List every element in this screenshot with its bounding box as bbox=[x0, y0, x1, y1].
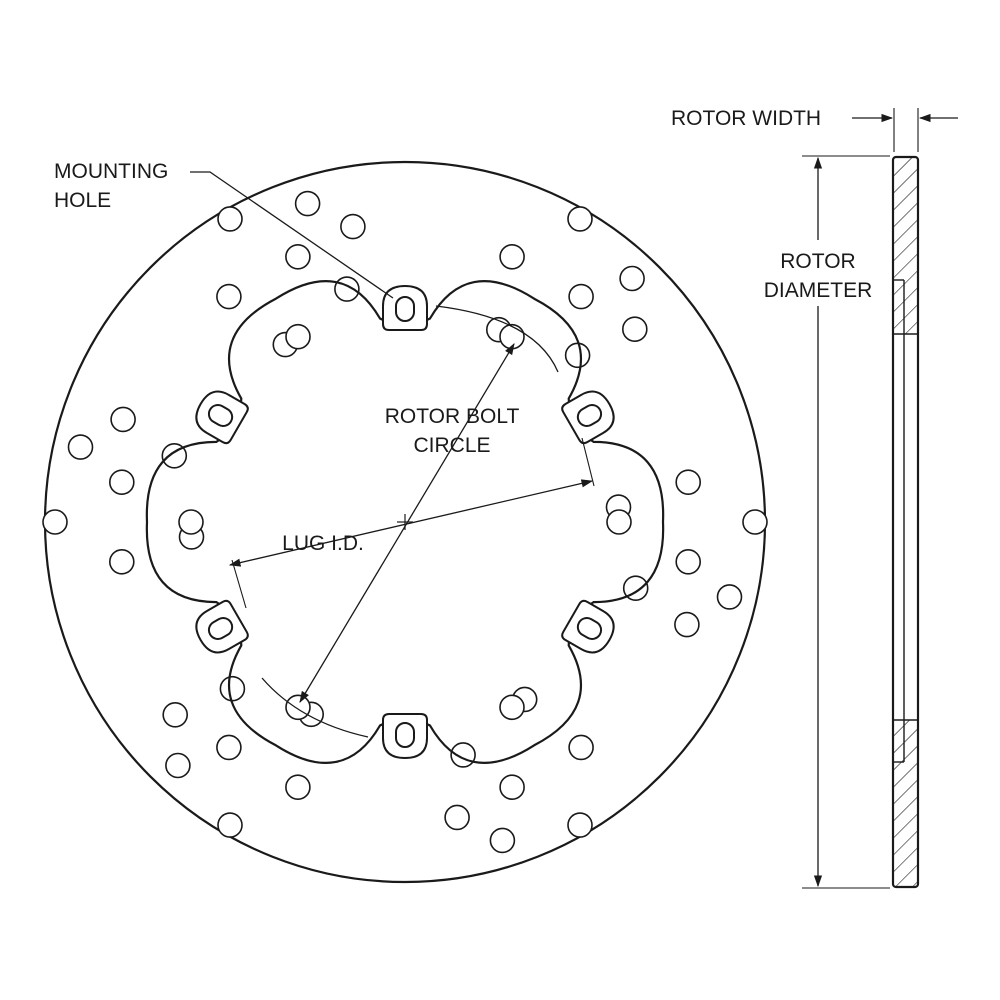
vent-hole bbox=[42, 509, 68, 535]
mounting-hole bbox=[395, 722, 415, 748]
mounting-tab bbox=[561, 599, 615, 654]
vent-hole bbox=[499, 694, 525, 721]
section-inner-band bbox=[894, 334, 917, 720]
vent-hole bbox=[489, 827, 516, 854]
vent-hole bbox=[716, 584, 743, 610]
mounting-hole bbox=[207, 617, 234, 640]
mounting-hole bbox=[395, 296, 415, 322]
bolt-circle-label-line1: ROTOR BOLT bbox=[385, 405, 520, 428]
lug-id-dimension-line bbox=[228, 479, 594, 567]
vent-hole bbox=[619, 265, 645, 292]
vent-hole bbox=[568, 283, 594, 310]
mounting-tab bbox=[195, 390, 249, 445]
vent-hole bbox=[219, 675, 246, 702]
bolt-circle-arc-upper bbox=[435, 305, 559, 373]
vent-hole bbox=[216, 283, 242, 310]
vent-hole bbox=[564, 342, 591, 369]
vent-hole bbox=[567, 812, 593, 838]
mounting-hole-label-line1: MOUNTING bbox=[54, 160, 168, 183]
rotor-diameter-label-line2: DIAMETER bbox=[764, 279, 873, 302]
vent-holes bbox=[42, 190, 768, 854]
vent-hole bbox=[444, 804, 470, 831]
bolt-circle-label-line2: CIRCLE bbox=[413, 434, 490, 457]
mounting-hole bbox=[576, 404, 603, 427]
mounting-hole bbox=[207, 404, 234, 427]
vent-hole bbox=[499, 243, 525, 270]
mounting-hole-leader bbox=[190, 171, 394, 299]
lug-id-extension-left bbox=[231, 559, 247, 609]
vent-hole bbox=[109, 469, 135, 496]
vent-hole bbox=[742, 509, 768, 535]
vent-hole bbox=[217, 812, 243, 838]
inner-opening-outline bbox=[145, 280, 665, 764]
vent-hole bbox=[162, 701, 188, 728]
vent-hole bbox=[217, 206, 243, 232]
vent-hole bbox=[340, 213, 366, 240]
mounting-hole bbox=[576, 617, 603, 640]
rotor-side-section bbox=[891, 155, 920, 889]
vent-hole bbox=[285, 323, 311, 350]
vent-hole bbox=[499, 323, 525, 350]
rotor-diameter-label-line1: ROTOR bbox=[780, 250, 855, 273]
vent-hole bbox=[568, 734, 594, 761]
vent-hole bbox=[285, 774, 311, 801]
mounting-tabs bbox=[195, 284, 615, 760]
vent-hole bbox=[606, 509, 632, 535]
vent-hole bbox=[567, 206, 593, 232]
vent-hole bbox=[110, 406, 136, 433]
lug-id-extension-right bbox=[581, 437, 595, 487]
vent-hole bbox=[165, 752, 191, 779]
vent-hole bbox=[675, 469, 702, 496]
vent-hole bbox=[178, 509, 204, 535]
vent-hole bbox=[621, 316, 648, 343]
rotor-width-label: ROTOR WIDTH bbox=[671, 107, 821, 130]
vent-hole bbox=[216, 734, 242, 761]
vent-hole bbox=[675, 548, 702, 575]
vent-hole bbox=[294, 190, 321, 217]
vent-hole bbox=[674, 611, 700, 638]
mounting-tab bbox=[382, 713, 428, 760]
vent-hole bbox=[499, 774, 525, 801]
vent-hole bbox=[109, 548, 135, 575]
mounting-hole-label-line2: HOLE bbox=[54, 189, 111, 212]
vent-hole bbox=[285, 243, 311, 270]
bolt-circle-dimension-line bbox=[299, 342, 515, 704]
vent-hole bbox=[67, 434, 94, 460]
bolt-circle-arc-lower bbox=[261, 677, 369, 738]
mounting-tab bbox=[382, 284, 428, 331]
section-outline bbox=[891, 155, 920, 889]
mounting-tab bbox=[561, 390, 615, 445]
mounting-tab bbox=[195, 599, 249, 654]
vent-hole bbox=[285, 694, 311, 721]
lug-id-label: LUG I.D. bbox=[282, 532, 364, 555]
